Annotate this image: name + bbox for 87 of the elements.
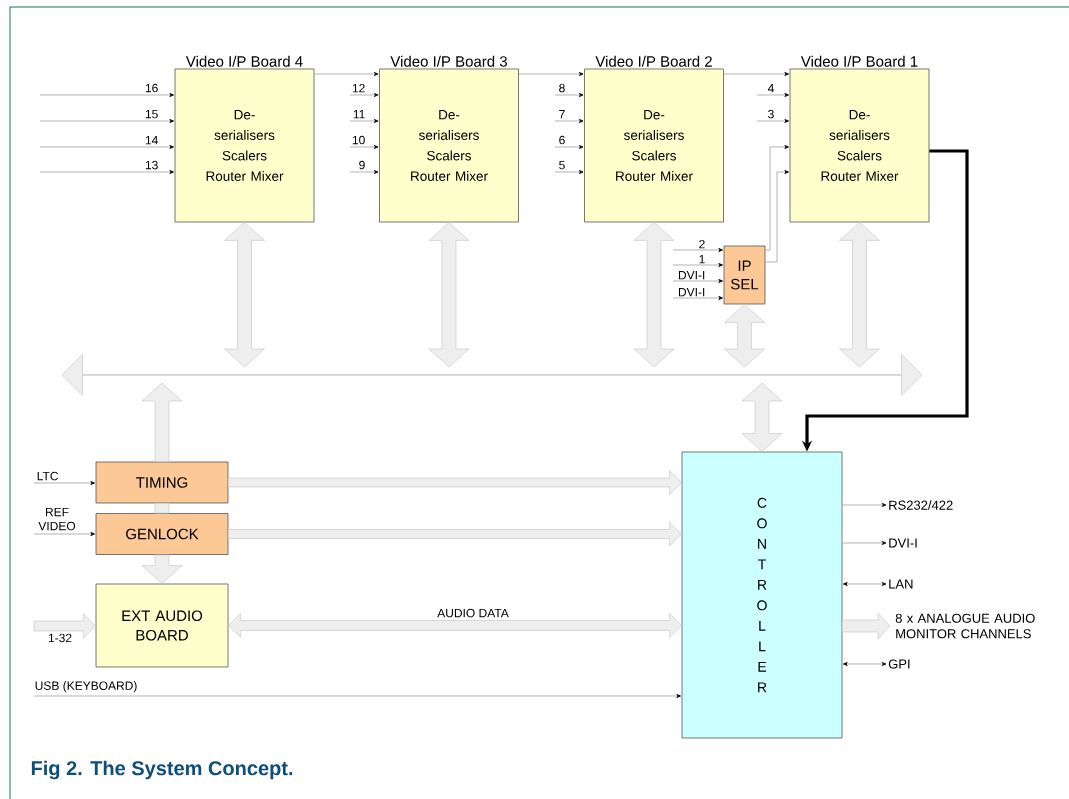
edge-label: 14 — [144, 135, 159, 145]
edge-label: 16 — [144, 83, 159, 93]
arrow — [33, 481, 95, 485]
arrow — [672, 263, 723, 267]
edge-label: 1-32 — [47, 633, 73, 643]
edge-label: 7 — [558, 109, 566, 119]
edge-label: 11 — [352, 109, 366, 119]
block-arrow — [141, 554, 183, 584]
port-label: RS232/422 — [889, 500, 953, 510]
arrow — [39, 93, 174, 97]
edge-label: 4 — [767, 83, 775, 93]
arrow — [672, 279, 723, 283]
edge-label: 5 — [558, 160, 566, 170]
arrow — [554, 93, 584, 97]
arrow — [518, 72, 584, 76]
edge-label: AUDIO DATA — [436, 608, 510, 618]
block-arrow — [428, 222, 470, 368]
arrow — [723, 72, 789, 76]
arrow — [349, 119, 379, 123]
port-label: DVI-I — [889, 538, 917, 548]
arrow — [39, 119, 174, 123]
arrow — [672, 248, 723, 252]
board-box: De-serialisers Scalers Router Mixer — [789, 68, 930, 223]
edge-label: LTC — [36, 471, 59, 481]
edge-label: 13 — [144, 160, 159, 170]
edge-label: 1 — [698, 254, 706, 264]
arrow — [554, 145, 584, 149]
arrow — [843, 582, 887, 586]
block-arrow — [154, 503, 170, 514]
edge-label: 12 — [351, 83, 366, 93]
edge-label: DVI-I — [677, 270, 706, 280]
arrow — [349, 170, 379, 174]
edge-label: DVI-I — [677, 287, 706, 297]
block-box: TIMING — [95, 461, 229, 504]
edge-label: 3 — [767, 109, 775, 119]
block-arrow — [228, 470, 682, 495]
arrow — [672, 296, 723, 300]
block-arrow — [724, 304, 765, 368]
edge-label: 9 — [358, 160, 366, 170]
block-arrow — [33, 613, 96, 639]
block-box: EXT AUDIO BOARD — [95, 583, 229, 668]
board-title: Video I/P Board 4 — [185, 55, 303, 67]
figure-caption: Fig 2. The System Concept. — [31, 760, 293, 780]
edge-label: REF VIDEO — [34, 507, 80, 531]
edge-label: 10 — [351, 135, 366, 145]
port-label: GPI — [888, 659, 910, 669]
arrow — [314, 72, 379, 76]
arrow — [756, 119, 789, 123]
board-box: De-serialisers Scalers Router Mixer — [379, 68, 519, 223]
controller-box: CONTROLLER — [681, 451, 843, 739]
block-arrow — [141, 382, 183, 462]
block-arrow — [741, 382, 783, 452]
port-label: 8 x ANALOGUE AUDIO MONITOR CHANNELS — [895, 613, 1035, 639]
block-box: IP SEL — [723, 245, 766, 305]
edge-label: USB (KEYBOARD) — [34, 680, 138, 693]
block-arrow — [633, 222, 675, 368]
arrow — [842, 541, 887, 545]
edge-label: 8 — [558, 83, 566, 93]
arrow — [554, 119, 584, 123]
board-title: Video I/P Board 1 — [800, 55, 918, 67]
arrow — [33, 532, 95, 536]
block-arrow — [839, 222, 880, 368]
bus-arrow — [61, 354, 923, 396]
arrow — [33, 694, 681, 698]
arrow — [349, 93, 379, 97]
block-box: GENLOCK — [95, 513, 229, 555]
arrow — [843, 662, 887, 666]
arrow — [349, 145, 379, 149]
block-arrow — [842, 612, 891, 640]
arrow — [39, 145, 174, 149]
edge-label: 6 — [558, 135, 566, 145]
port-label: LAN — [889, 579, 913, 589]
board-box: De-serialisers Scalers Router Mixer — [584, 68, 724, 223]
arrow — [39, 170, 174, 174]
block-arrow — [224, 222, 265, 368]
arrow — [554, 170, 584, 174]
block-arrow — [228, 521, 682, 547]
edge-label: 15 — [144, 109, 159, 119]
arrow — [765, 145, 789, 251]
board-box: De-serialisers Scalers Router Mixer — [174, 68, 315, 223]
board-title: Video I/P Board 3 — [390, 55, 507, 67]
arrow — [842, 503, 887, 507]
block-arrow — [228, 613, 682, 638]
edge-label: 2 — [698, 239, 706, 249]
board-title: Video I/P Board 2 — [595, 55, 712, 67]
arrow — [756, 93, 789, 97]
arrow — [765, 170, 789, 263]
